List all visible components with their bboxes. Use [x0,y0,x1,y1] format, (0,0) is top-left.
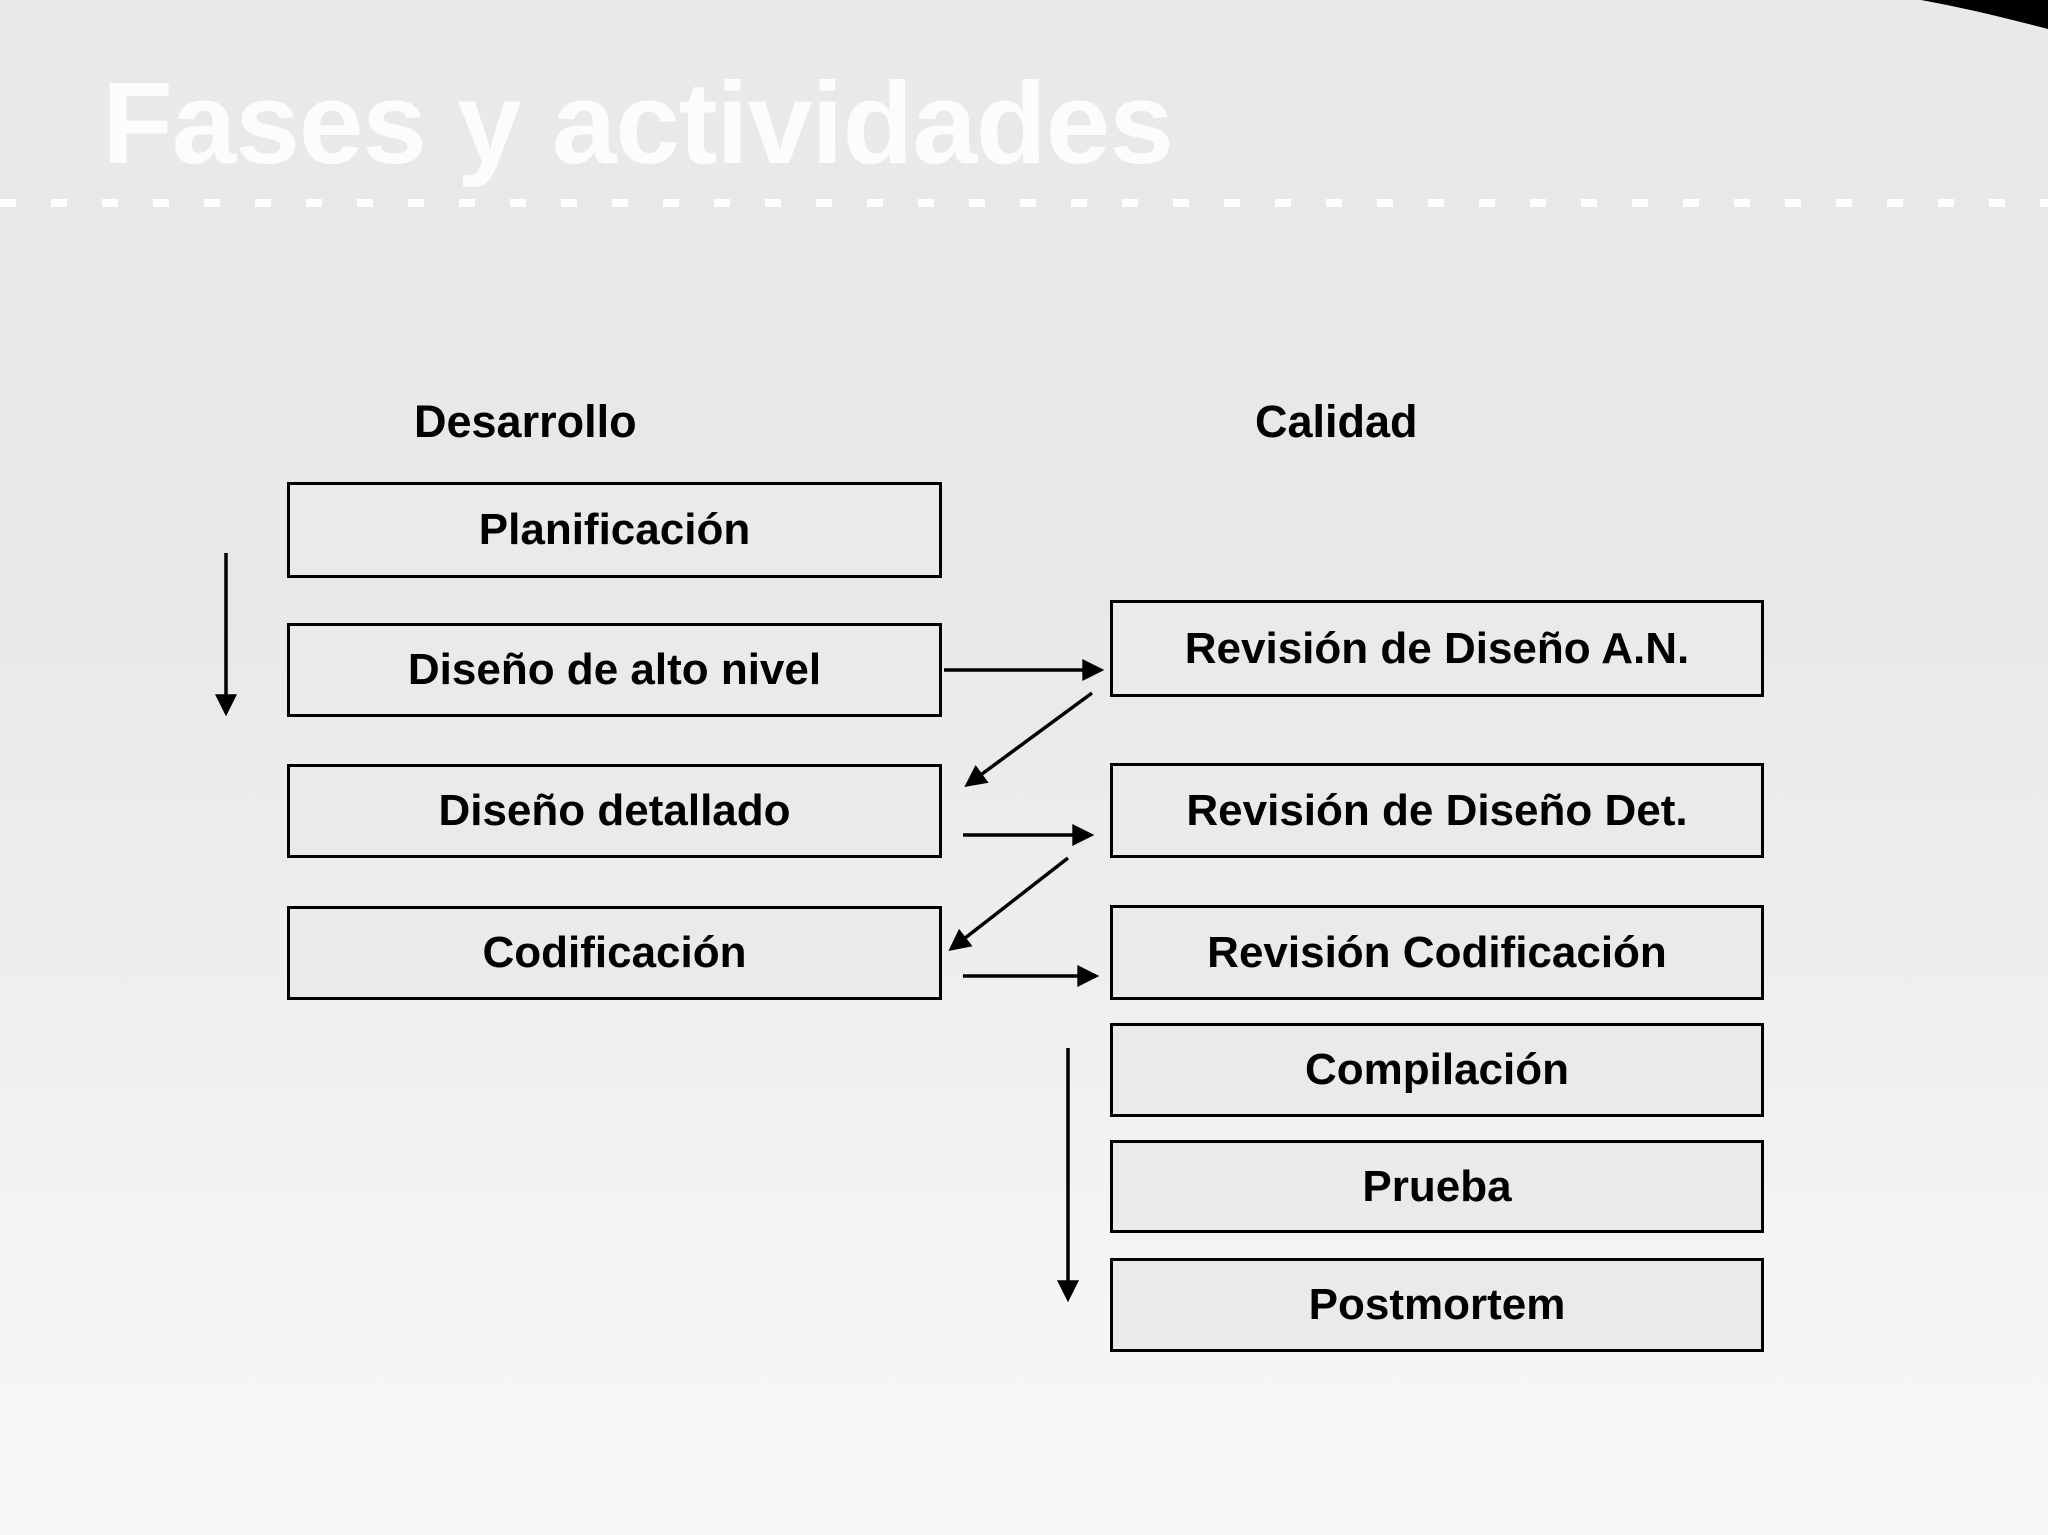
column-header-calidad: Calidad [1255,396,1418,447]
box-compilacion: Compilación [1110,1023,1764,1117]
box-postmortem: Postmortem [1110,1258,1764,1352]
box-diseno-detallado: Diseño detallado [287,764,942,858]
box-codificacion: Codificación [287,906,942,1000]
corner-wedge-decoration [1921,0,2048,29]
arrow-revision-det-to-codificacion [948,856,1070,952]
box-planificacion: Planificación [287,482,942,578]
slide-title: Fases y actividades [102,58,1174,188]
column-header-desarrollo: Desarrollo [414,396,637,447]
title-dashed-divider [0,199,2048,207]
box-prueba: Prueba [1110,1140,1764,1233]
arrow-revision-an-to-diseno-detallado [964,691,1094,787]
box-revision-codificacion: Revisión Codificación [1110,905,1764,1000]
box-revision-diseno-det: Revisión de Diseño Det. [1110,763,1764,858]
box-revision-diseno-an: Revisión de Diseño A.N. [1110,600,1764,697]
box-diseno-alto-nivel: Diseño de alto nivel [287,623,942,717]
